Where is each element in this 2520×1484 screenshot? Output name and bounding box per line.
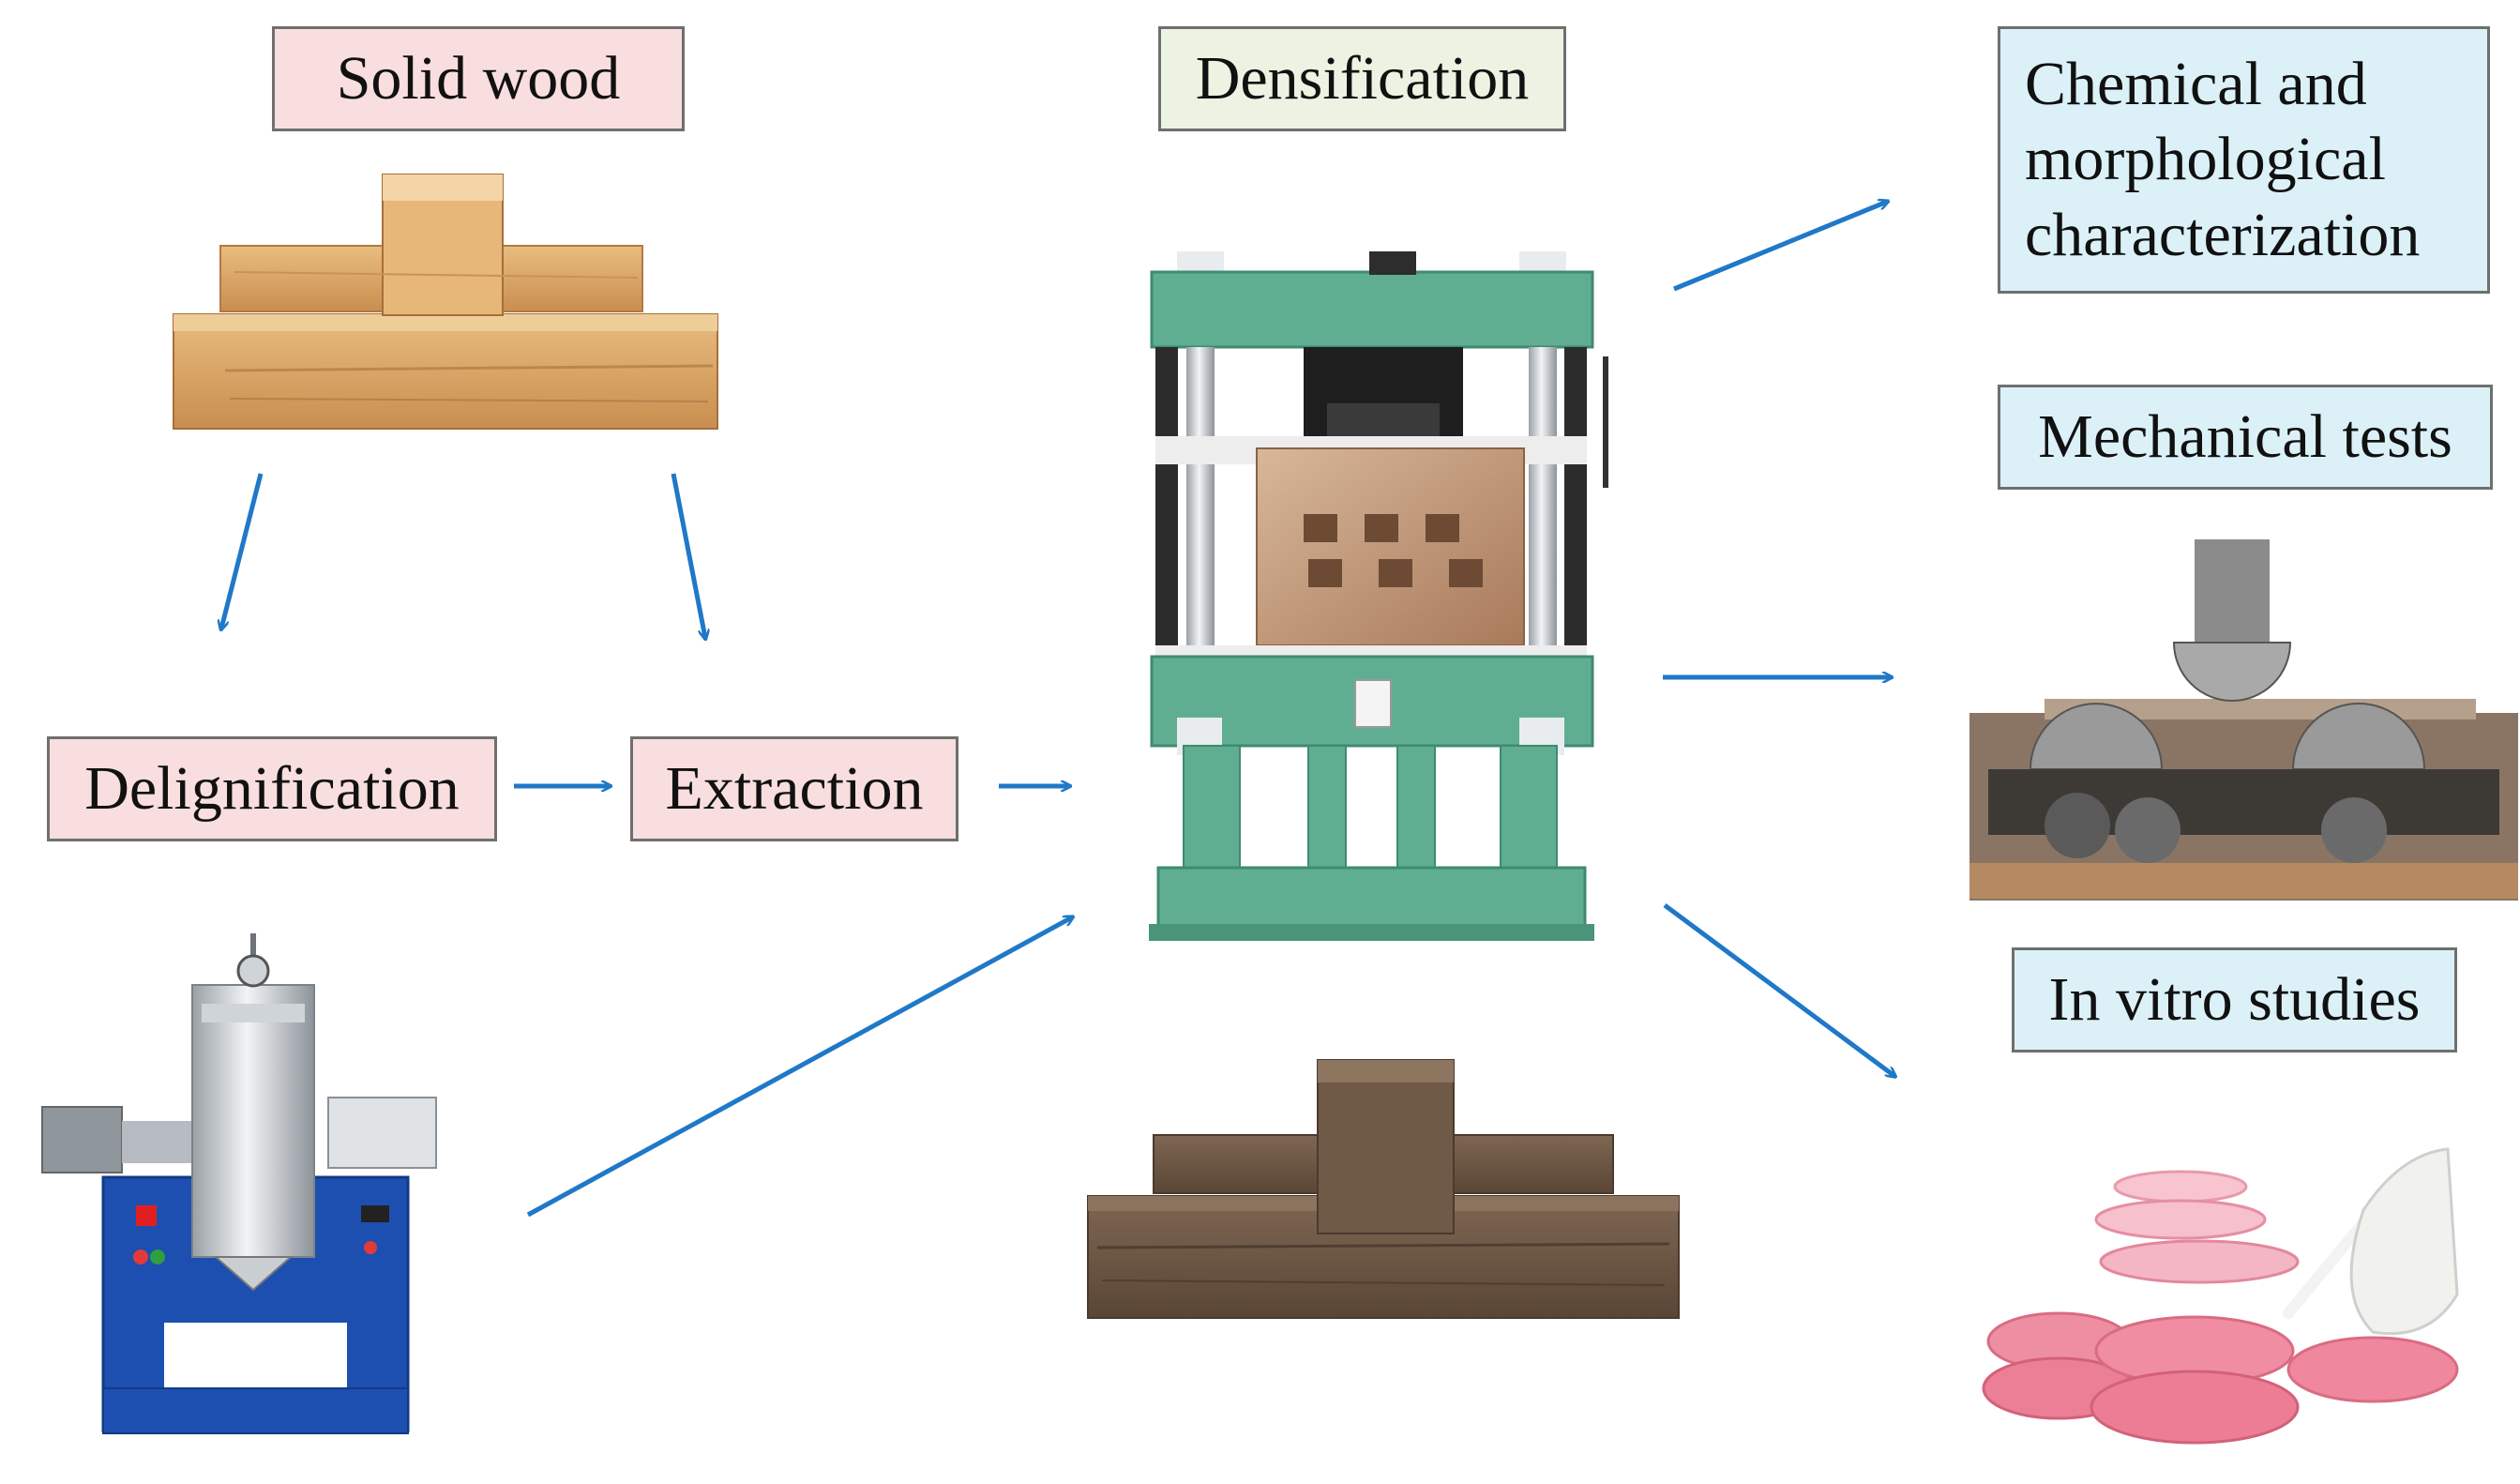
reactor-icon <box>41 933 437 1434</box>
chemical-label-line-1: Chemical and <box>2025 49 2367 118</box>
arrows <box>221 202 1894 1218</box>
solid-wood-label: Solid wood <box>272 26 685 131</box>
in-vitro-label-text: In vitro studies <box>2048 964 2421 1034</box>
delignification-label-text: Delignification <box>84 753 460 823</box>
chemical-label-line-3: characterization <box>2025 200 2421 269</box>
hydraulic-press-icon <box>1149 251 1608 941</box>
arrow-solid-to-extraction <box>671 473 705 638</box>
extraction-label: Extraction <box>630 736 958 841</box>
densification-label-text: Densification <box>1195 43 1530 113</box>
delignification-label: Delignification <box>47 736 497 841</box>
arrow-solid-to-delignification <box>221 473 264 628</box>
chemical-characterization-label: Chemical and morphological characterizat… <box>1998 26 2490 294</box>
extraction-label-text: Extraction <box>665 753 924 823</box>
solid-wood-icon <box>173 174 718 430</box>
chemical-label-line-2: morphological <box>2025 125 2386 194</box>
mechanical-tests-label-text: Mechanical tests <box>2038 401 2452 471</box>
arrow-press-to-invitro <box>1663 902 1894 1076</box>
densified-wood-icon <box>1087 1059 1680 1319</box>
arrow-press-to-chemical <box>1673 202 1887 292</box>
bending-test-icon <box>1969 539 2518 901</box>
densification-label: Densification <box>1158 26 1566 131</box>
mechanical-tests-label: Mechanical tests <box>1998 385 2493 490</box>
petri-dishes-icon <box>1982 1147 2459 1445</box>
arrow-reactor-to-press <box>526 917 1072 1218</box>
solid-wood-label-text: Solid wood <box>336 43 621 113</box>
in-vitro-label: In vitro studies <box>2012 947 2457 1052</box>
